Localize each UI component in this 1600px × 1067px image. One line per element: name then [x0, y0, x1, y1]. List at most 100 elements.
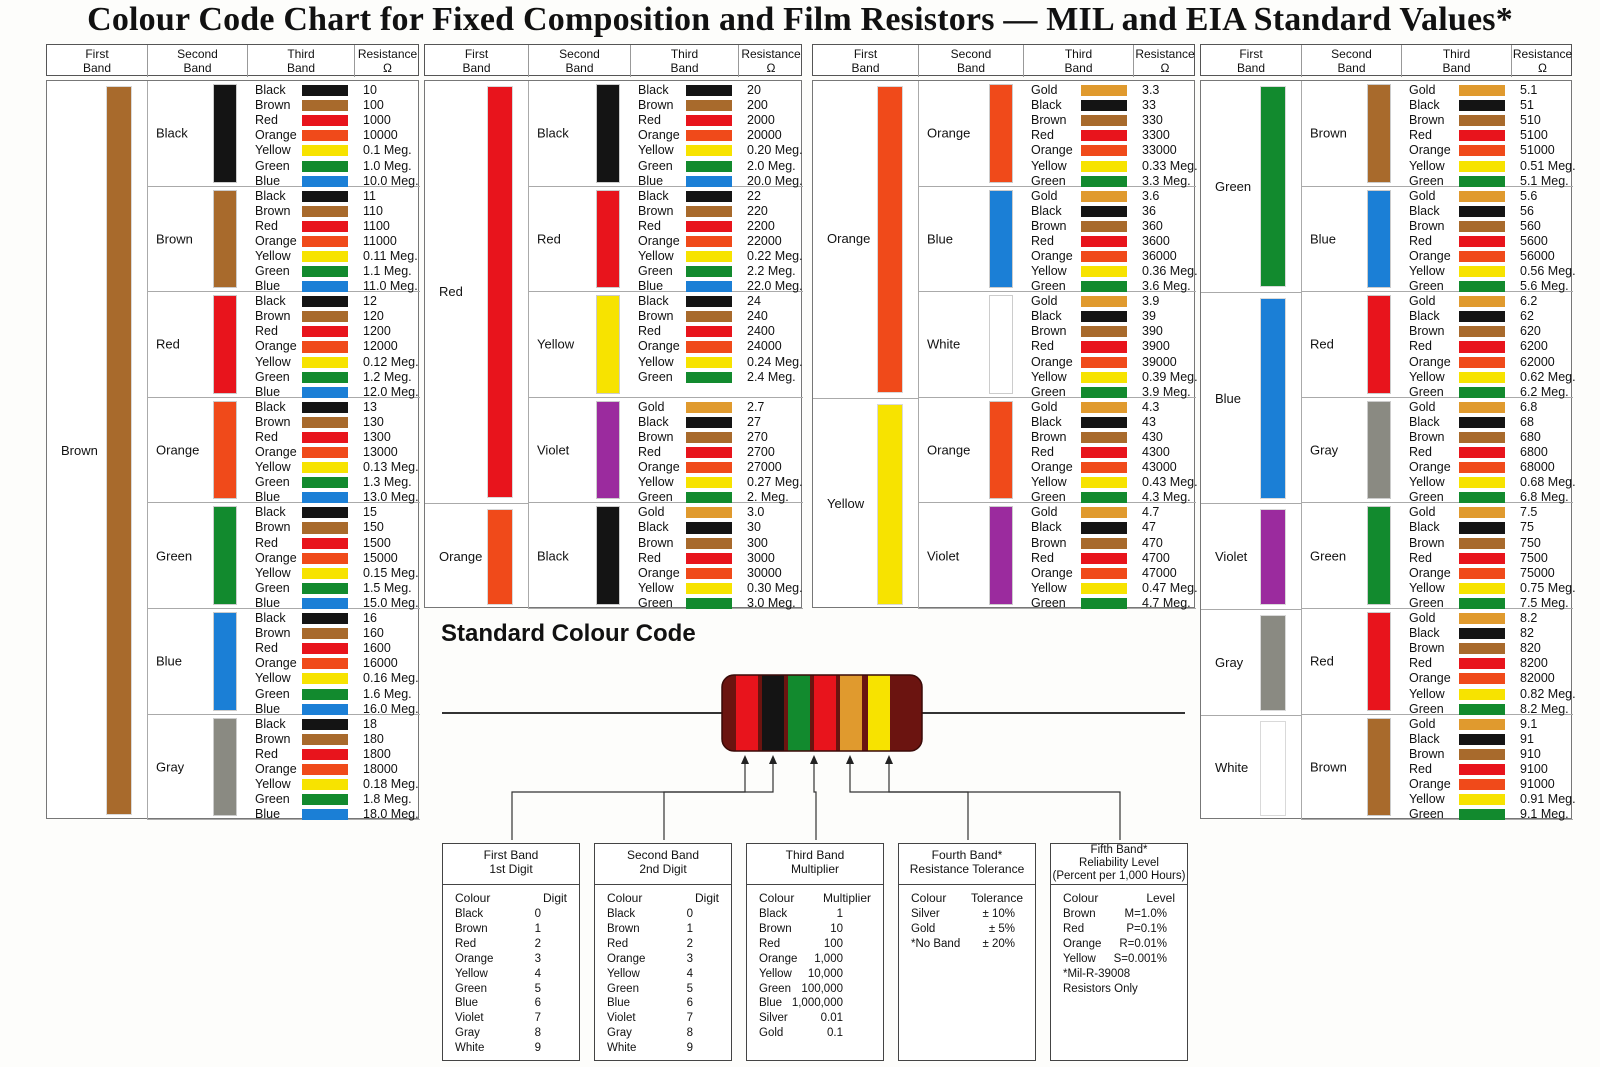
second-band-swatch — [214, 401, 236, 499]
second-band-swatch — [1368, 718, 1390, 816]
third-band-colour: Black — [1031, 520, 1062, 535]
resistance-value: 4300 — [1142, 445, 1170, 460]
resistance-value: 13.0 Meg. — [363, 490, 419, 505]
box-value-cell: 7 — [534, 1012, 541, 1025]
third-band-colour: Green — [255, 686, 290, 701]
box-value-cell: P=0.1% — [1126, 922, 1167, 935]
third-band-colour: Black — [638, 83, 669, 97]
third-band-colour: Green — [255, 475, 290, 490]
third-band-swatch — [1081, 447, 1127, 459]
third-band-swatch — [1081, 462, 1127, 474]
header-text: Band — [462, 61, 491, 75]
third-band-colour: Black — [1031, 309, 1062, 324]
third-band-colour: Yellow — [638, 580, 674, 595]
third-band-swatch — [1459, 658, 1505, 670]
resistance-value: 82 — [1520, 626, 1534, 641]
second-band-label: Gray — [156, 759, 185, 775]
resistance-value: 20 — [747, 83, 761, 97]
third-band-swatch — [1459, 809, 1505, 821]
resistance-value: 11 — [363, 188, 376, 203]
box-value-cell: ± 20% — [982, 937, 1015, 950]
resistance-value: 11.0 Meg. — [363, 279, 418, 294]
resistance-value: 15.0 Meg. — [363, 595, 419, 610]
third-band-swatch — [1081, 522, 1127, 534]
resistance-value: 33000 — [1142, 143, 1177, 158]
third-band-swatch — [1081, 401, 1127, 413]
third-band-swatch — [1081, 356, 1127, 368]
third-band-colour: Black — [1031, 414, 1062, 429]
third-band-swatch — [1081, 431, 1127, 444]
box-value-cell: 5 — [686, 982, 693, 995]
box-value-cell: 4 — [534, 967, 541, 980]
third-band-swatch — [1459, 794, 1505, 806]
box-title-line: 2nd Digit — [639, 862, 687, 876]
third-band-swatch — [302, 447, 348, 459]
third-band-swatch — [302, 658, 348, 670]
third-band-colour: Green — [255, 158, 290, 173]
first-band-label: Yellow — [827, 496, 865, 512]
box-colour-cell: Black — [455, 908, 484, 920]
third-band-colour: Orange — [1409, 248, 1451, 263]
third-band-swatch — [686, 401, 732, 413]
connector-line — [888, 764, 1121, 840]
resistance-value: 16.0 Meg. — [363, 701, 419, 716]
first-band-section: Red — [425, 81, 528, 503]
third-band-colour: Green — [1409, 701, 1444, 716]
second-band-label: Orange — [927, 125, 971, 141]
box-value-cell: ± 5% — [988, 922, 1015, 935]
third-band-colour: Gold — [638, 505, 665, 520]
third-band-colour: Gold — [1409, 611, 1436, 625]
third-band-swatch — [686, 205, 732, 217]
box-col-header: Multiplier — [822, 891, 871, 905]
resistance-value: 30000 — [747, 565, 782, 580]
resistance-value: 1.2 Meg. — [363, 369, 412, 384]
third-band-colour: Brown — [1031, 535, 1067, 550]
resistance-value: 4.7 Meg. — [1142, 595, 1191, 610]
resistance-value: 1500 — [363, 535, 391, 550]
third-band-swatch — [1459, 266, 1505, 278]
third-band-colour: Brown — [255, 414, 291, 429]
box-title-line: Fifth Band* — [1090, 844, 1148, 856]
third-band-swatch — [302, 416, 348, 428]
header-text: Second — [177, 47, 218, 61]
header-text: Ω — [766, 61, 776, 75]
first-band-swatch — [488, 510, 512, 604]
second-band-label: Black — [156, 125, 188, 141]
third-band-colour: Yellow — [1409, 264, 1445, 279]
first-band-label: Red — [439, 284, 463, 300]
second-band-swatch — [214, 190, 236, 288]
box-note: Resistors Only — [1063, 982, 1138, 995]
resistance-value: 9.1 Meg. — [1520, 807, 1569, 822]
resistance-value: 6800 — [1520, 445, 1548, 460]
resistance-value: 0.39 Meg. — [1142, 369, 1198, 384]
resistance-value: 5.1 — [1520, 83, 1538, 97]
